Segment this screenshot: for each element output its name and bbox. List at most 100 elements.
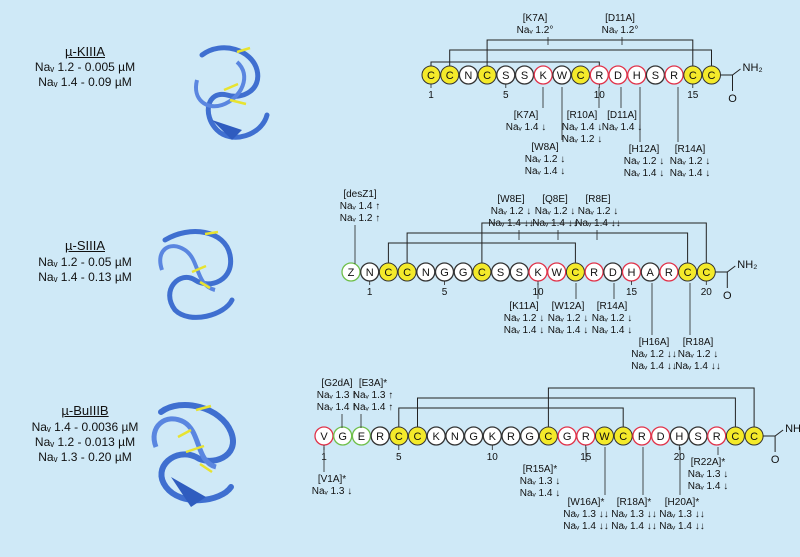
mutation-annotation: [W8E]Naᵥ 1.2 ↓Naᵥ 1.4 ↓↓ <box>488 194 534 240</box>
residue-letter: H <box>633 70 641 82</box>
channel-effect: Naᵥ 1.2 ↓ <box>578 206 618 217</box>
disulfide-bond <box>398 407 624 427</box>
residue-letter: C <box>544 431 552 443</box>
residue-circle <box>571 65 591 85</box>
residue-circle <box>509 262 529 282</box>
channel-effect: Naᵥ 1.4 ↓↓ <box>611 521 656 532</box>
residue-letter: R <box>507 431 515 443</box>
residue-circle <box>333 426 353 446</box>
potency-buiiib-3: Naᵥ 1.3 - 0.20 µM <box>38 450 132 464</box>
amide-bond <box>715 265 736 273</box>
mutation-label: [W8E] <box>497 194 524 205</box>
residue-letter: G <box>440 267 449 279</box>
residue-letter: V <box>320 431 328 443</box>
residue-circle <box>490 262 511 282</box>
residue-letter: S <box>502 70 509 82</box>
residue-letter: C <box>395 431 403 443</box>
residue-circle <box>645 65 666 85</box>
mutation-annotation: [R10A]Naᵥ 1.4 ↓Naᵥ 1.2 ↓ <box>562 87 602 145</box>
residue-circle <box>472 262 492 282</box>
residue-number: 5 <box>442 287 448 298</box>
mutation-annotation: [R14A]Naᵥ 1.2 ↓Naᵥ 1.4 ↓ <box>670 87 710 179</box>
disulfide-bond <box>481 222 707 263</box>
residue-circle <box>463 426 484 446</box>
residue-circle <box>627 65 647 85</box>
channel-effect: Naᵥ 1.4 ↑ <box>353 402 393 413</box>
channel-effect: Naᵥ 1.4 ↓ <box>525 166 565 177</box>
channel-effect: Naᵥ 1.4 ↓ <box>562 122 602 133</box>
residue-number: 1 <box>428 90 434 101</box>
mutation-label: [R10A] <box>567 110 598 121</box>
residue-letter: D <box>657 431 665 443</box>
mutation-label: [V1A]* <box>318 474 346 485</box>
structure-buiiib <box>151 401 236 507</box>
residue-number: 20 <box>701 287 713 298</box>
mutation-annotation: [H20A]*Naᵥ 1.3 ↓↓Naᵥ 1.4 ↓↓ <box>659 447 705 532</box>
residue-circle <box>533 65 553 85</box>
mutation-annotation: [H12A]Naᵥ 1.2 ↓Naᵥ 1.4 ↓ <box>624 87 664 179</box>
residue-circle <box>650 426 671 446</box>
residue-letter: G <box>525 431 534 443</box>
potency-buiiib-1: Naᵥ 1.4 - 0.0036 µM <box>31 420 139 434</box>
mutation-annotation: [R18A]Naᵥ 1.2 ↓Naᵥ 1.4 ↓↓ <box>675 283 721 372</box>
channel-effect: Naᵥ 1.3 ↓ <box>312 486 352 497</box>
amide-bond <box>720 68 741 76</box>
mutation-annotation: [G2dA]Naᵥ 1.3 ↑Naᵥ 1.4 ↑ <box>317 378 357 428</box>
mutation-annotation: [K7A]Naᵥ 1.4 ↓ <box>506 87 546 133</box>
residue-circle <box>608 65 628 85</box>
mutation-annotation: [W12A]Naᵥ 1.2 ↓Naᵥ 1.4 ↓ <box>548 283 588 336</box>
disulfide-bond <box>486 39 694 66</box>
residue-circle <box>458 65 479 85</box>
residue-circle <box>603 262 623 282</box>
channel-effect: Naᵥ 1.2 ↓ <box>535 206 575 217</box>
residue-circle <box>584 262 604 282</box>
residue-circle <box>514 65 535 85</box>
mutation-label: [E3A]* <box>359 378 387 389</box>
mutation-label: [R8E] <box>585 194 610 205</box>
channel-effect: Naᵥ 1.2 ↓ <box>678 349 718 360</box>
residue-letter: C <box>731 431 739 443</box>
c-terminus-label: NH₂ <box>785 423 800 435</box>
mutation-annotation: [H16A]Naᵥ 1.2 ↓↓Naᵥ 1.4 ↓↓ <box>631 283 677 372</box>
disulfide-bond <box>430 61 600 66</box>
residue-letter: Z <box>348 267 355 279</box>
channel-effect: Naᵥ 1.3 ↑ <box>317 390 357 401</box>
residue-circle <box>416 262 436 282</box>
residue-circle <box>640 262 660 282</box>
residue-circle <box>547 262 567 282</box>
peptide-title-buiiib: µ-BuIIIB <box>61 403 109 418</box>
residue-circle <box>557 426 577 446</box>
mutation-label: [H20A]* <box>665 497 700 508</box>
channel-effect: Naᵥ 1.2 ↓↓ <box>631 349 676 360</box>
residue-letter: C <box>384 267 392 279</box>
potency-kiiia-2: Naᵥ 1.4 - 0.09 µM <box>38 75 132 89</box>
residue-circle <box>632 426 652 446</box>
residue-letter: R <box>376 431 384 443</box>
mutation-label: [desZ1] <box>343 189 377 200</box>
residue-letter: C <box>427 70 435 82</box>
channel-effect: Naᵥ 1.2 ↓ <box>491 206 531 217</box>
amide-bond <box>763 429 784 437</box>
c-terminus-label: NH₂ <box>737 259 757 271</box>
residue-letter: R <box>595 70 603 82</box>
residue-letter: C <box>702 267 710 279</box>
residue-circle <box>688 426 708 446</box>
residue-number: 15 <box>687 90 699 101</box>
residue-circle <box>426 426 446 446</box>
mutation-label: [D11A] <box>605 13 635 24</box>
residue-letter: N <box>422 267 430 279</box>
disulfide-bond <box>547 387 755 427</box>
channel-effect: Naᵥ 1.3 ↓↓ <box>611 509 656 520</box>
residue-circle <box>707 426 727 446</box>
channel-effect: Naᵥ 1.3 ↓ <box>688 469 728 480</box>
mutation-label: [K7A] <box>514 110 539 121</box>
channel-effect: Naᵥ 1.4 ↓↓ <box>488 218 533 229</box>
channel-effect: Naᵥ 1.2 ↑ <box>340 213 380 224</box>
residue-letter: C <box>689 70 697 82</box>
residue-number: 1 <box>367 287 373 298</box>
residue-circle <box>445 426 465 446</box>
residue-letter: S <box>652 70 659 82</box>
residue-letter: S <box>516 267 523 279</box>
residue-letter: C <box>446 70 454 82</box>
channel-effect: Naᵥ 1.2 ↓ <box>504 313 544 324</box>
